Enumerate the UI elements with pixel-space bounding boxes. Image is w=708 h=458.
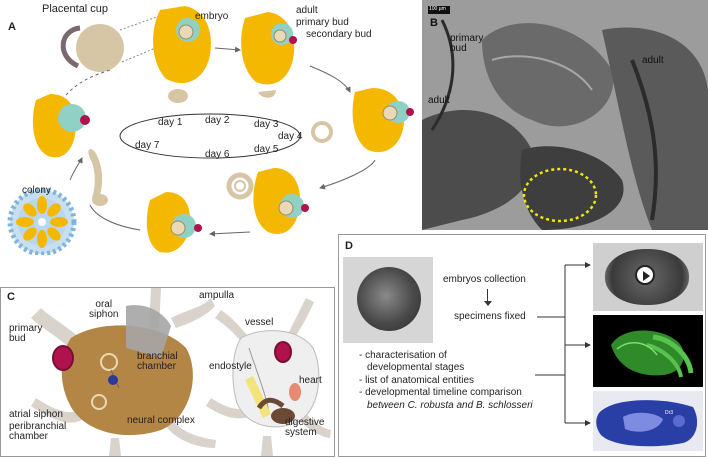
label-embryo: embryo bbox=[195, 11, 229, 22]
outcome-line-2: developmental stages bbox=[367, 362, 465, 373]
label-colony: colony bbox=[22, 185, 51, 196]
day-label-3: day 3 bbox=[254, 119, 279, 130]
right-zooid-illustration bbox=[232, 330, 320, 428]
day-cycle bbox=[119, 113, 301, 159]
zooid-right bbox=[352, 88, 414, 153]
outcome-line-1: - characterisation of bbox=[359, 350, 447, 361]
zooid-bottom-right bbox=[253, 168, 309, 234]
label-primary-bud: primary bud bbox=[296, 17, 349, 28]
arrow-down-head bbox=[484, 301, 492, 306]
micrograph-label-adult-left: adult bbox=[428, 95, 450, 106]
label-peribranchial-chamber: peribranchial chamber bbox=[9, 421, 67, 442]
coiled-embryos bbox=[226, 121, 333, 200]
label-vessel: vessel bbox=[245, 317, 274, 328]
placental-cup-illustration bbox=[60, 13, 166, 72]
label-primary-bud-c: primary bud bbox=[9, 323, 43, 344]
label-endostyle: endostyle bbox=[209, 361, 252, 372]
arrow-down bbox=[487, 289, 488, 303]
panel-a: A Placental cup embryo adult primary bud… bbox=[0, 0, 420, 255]
day-label-7: day 7 bbox=[135, 140, 160, 151]
panel-b-micrograph: B 100 µm primary bud adult adult bbox=[422, 0, 708, 230]
day-label-6: day 6 bbox=[205, 149, 230, 160]
step-specimens-fixed: specimens fixed bbox=[454, 311, 526, 322]
outcome-line-5: between C. robusta and B. schlosseri bbox=[367, 400, 533, 411]
branch-connector bbox=[535, 262, 591, 426]
micrograph-label-primary-bud: primary bud bbox=[450, 33, 484, 54]
label-digestive-system: digestive system bbox=[285, 417, 325, 438]
label-branchial-chamber: branchial chamber bbox=[137, 351, 178, 372]
label-heart: heart bbox=[299, 375, 322, 386]
zooid-adult-stage bbox=[241, 12, 297, 98]
label-secondary-bud: secondary bud bbox=[306, 29, 372, 40]
label-placental-cup: Placental cup bbox=[42, 3, 109, 15]
label-neural-complex: neural complex bbox=[127, 415, 195, 426]
image-histology bbox=[593, 391, 703, 451]
lifecycle-arrows bbox=[65, 46, 376, 237]
embryo-sphere bbox=[357, 267, 421, 331]
label-oral-siphon: oral siphon bbox=[89, 299, 119, 320]
label-adult: adult bbox=[296, 5, 318, 16]
panel-d-letter: D bbox=[345, 240, 353, 252]
panel-a-letter: A bbox=[8, 21, 16, 33]
panel-d: D embryos collection specimens fixed - c… bbox=[338, 234, 706, 457]
scale-bar-label: 100 µm bbox=[429, 6, 446, 12]
day-label-2: day 2 bbox=[205, 115, 230, 126]
left-zooid-illustration bbox=[52, 305, 193, 436]
embryo-photo bbox=[343, 257, 433, 343]
label-ampulla: ampulla bbox=[199, 290, 235, 301]
outcome-line-4: - developmental timeline comparison bbox=[359, 387, 522, 398]
zooid-left bbox=[32, 94, 90, 158]
colony-illustration bbox=[7, 187, 77, 255]
panel-c: C oral siphon primary bud branchial cham… bbox=[0, 287, 335, 457]
day-label-4: day 4 bbox=[278, 131, 303, 142]
fluorescence-specimen bbox=[611, 330, 694, 378]
day-label-1: day 1 bbox=[158, 117, 183, 128]
panel-c-figure bbox=[31, 288, 331, 456]
tadpole-larva bbox=[88, 149, 108, 206]
histology-section-label: Dr3 bbox=[665, 410, 674, 416]
zooid-bottom-middle bbox=[146, 192, 202, 253]
micrograph-label-adult-right: adult bbox=[642, 55, 664, 66]
zooid-embryo-stage bbox=[153, 6, 211, 103]
micrograph-texture bbox=[422, 0, 708, 230]
play-icon bbox=[635, 265, 655, 285]
histology-section bbox=[596, 400, 698, 447]
day-label-5: day 5 bbox=[254, 144, 279, 155]
panel-c-letter: C bbox=[7, 291, 15, 303]
panel-a-figure bbox=[7, 6, 414, 255]
label-atrial-siphon: atrial siphon bbox=[9, 409, 63, 420]
panel-b-letter: B bbox=[430, 17, 438, 29]
outcome-line-3: - list of anatomical entities bbox=[359, 375, 475, 386]
step-embryos-collection: embryos collection bbox=[443, 274, 526, 285]
image-brightfield-embryo bbox=[593, 243, 703, 311]
image-fluorescence bbox=[593, 315, 703, 387]
